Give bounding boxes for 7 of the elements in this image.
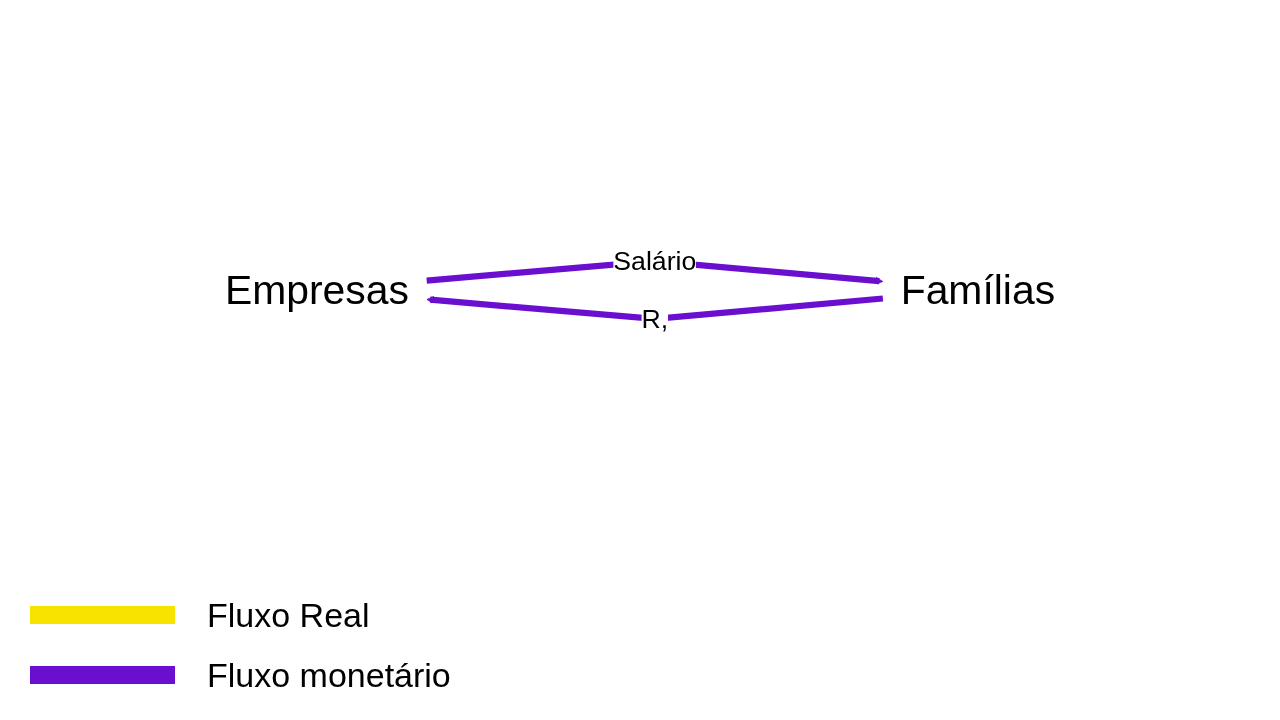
- edge-label: R,: [641, 304, 669, 334]
- edge-label: Salário: [613, 246, 697, 276]
- node-text: Empresas: [224, 266, 409, 313]
- arrow: [426, 295, 884, 322]
- node-text: Famílias: [900, 266, 1056, 313]
- legend-label: Fluxo monetário: [207, 655, 451, 695]
- legend-label: Fluxo Real: [207, 595, 370, 635]
